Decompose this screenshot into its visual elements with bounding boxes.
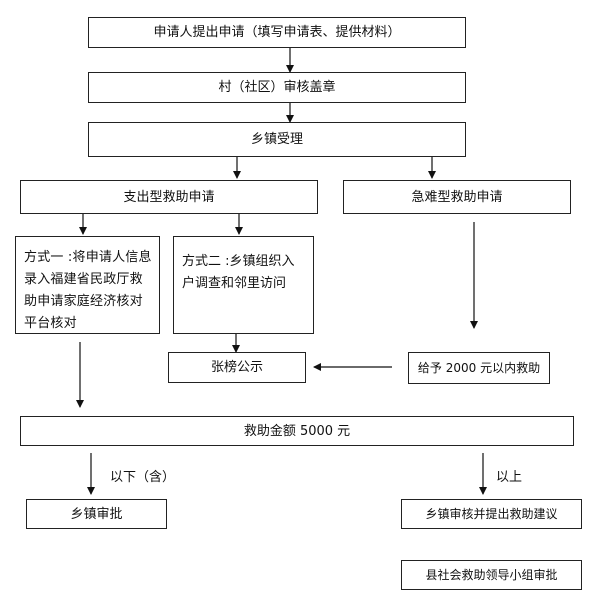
node-town-approve: 乡镇审批 <box>26 499 167 529</box>
node-county-approve: 县社会救助领导小组审批 <box>401 560 582 590</box>
node-village: 村（社区）审核盖章 <box>88 72 466 103</box>
label-below: 以下（含） <box>110 470 176 485</box>
node-method2: 方式二 :乡镇组织入户调查和邻里访问 <box>173 236 314 334</box>
node-expense: 支出型救助申请 <box>20 180 318 214</box>
node-town-suggest: 乡镇审核并提出救助建议 <box>401 499 582 529</box>
node-apply: 申请人提出申请（填写申请表、提供材料） <box>88 17 466 48</box>
label-above: 以上 <box>496 470 523 485</box>
node-method1: 方式一 :将申请人信息录入福建省民政厅救助申请家庭经济核对平台核对 <box>15 236 160 334</box>
node-amount: 救助金额 5000 元 <box>20 416 574 446</box>
node-emergency: 急难型救助申请 <box>343 180 571 214</box>
node-publicize: 张榜公示 <box>168 352 306 383</box>
node-town-accept: 乡镇受理 <box>88 122 466 157</box>
node-give: 给予 2000 元以内救助 <box>408 352 550 384</box>
